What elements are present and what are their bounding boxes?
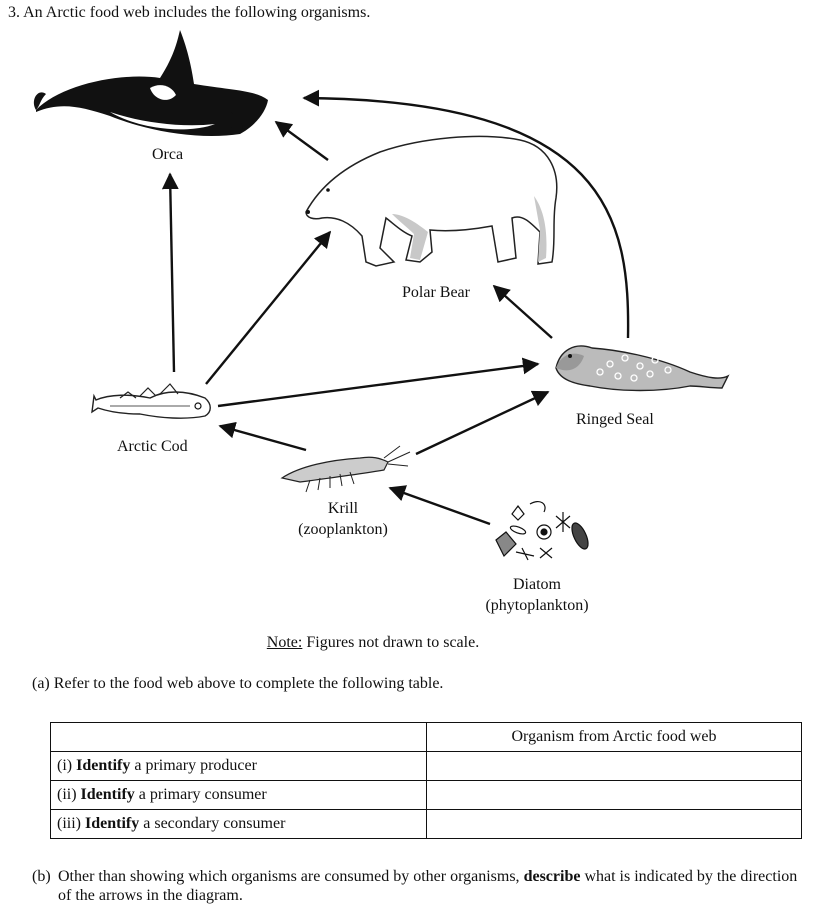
- part-b-prompt: (b) Other than showing which organisms a…: [32, 867, 802, 905]
- answer-table: Organism from Arctic food web (i) Identi…: [50, 722, 802, 839]
- arrow-bear-to-orca: [274, 121, 329, 161]
- part-b-text-after: what is indicated by the direction of th…: [58, 868, 798, 904]
- scale-note: Note: Figures not drawn to scale.: [0, 634, 746, 652]
- krill-type-label: (zooplankton): [298, 521, 388, 538]
- part-b-text-before: Other than showing which organisms are c…: [58, 868, 524, 885]
- table-row: (i) Identify a primary producer: [50, 751, 802, 781]
- part-b-text: Other than showing which organisms are c…: [58, 867, 802, 905]
- arrow-cod-to-seal: [217, 357, 540, 408]
- part-a-text: Refer to the food web above to complete …: [53, 675, 444, 692]
- row-verb: Identify: [76, 757, 131, 774]
- row-number: (iii): [57, 815, 85, 832]
- arrow-diatom-to-krill: [388, 485, 491, 526]
- table-header-row: Organism from Arctic food web: [50, 722, 802, 752]
- arrow-krill-to-seal: [415, 390, 550, 456]
- row-verb: Identify: [85, 815, 140, 832]
- arctic-cod-illustration: [91, 383, 211, 419]
- answer-cell-producer[interactable]: [426, 751, 802, 781]
- part-a-prompt: (a) Refer to the food web above to compl…: [32, 675, 443, 693]
- row-prompt: (i) Identify a primary producer: [50, 751, 427, 781]
- arrow-krill-to-cod: [218, 421, 307, 452]
- krill-illustration: [280, 445, 411, 493]
- table-row: (ii) Identify a primary consumer: [50, 780, 802, 810]
- polar-bear-illustration: [305, 135, 558, 267]
- row-verb: Identify: [80, 786, 135, 803]
- question-stem: 3. An Arctic food web includes the follo…: [8, 4, 370, 22]
- part-b-verb: describe: [523, 868, 581, 885]
- row-prompt: (ii) Identify a primary consumer: [50, 780, 427, 810]
- table-header-blank: [50, 722, 427, 752]
- row-prompt: (iii) Identify a secondary consumer: [50, 809, 427, 839]
- diatom-label: Diatom: [513, 576, 561, 593]
- ringed-seal-label: Ringed Seal: [576, 411, 654, 428]
- answer-cell-secondary-consumer[interactable]: [426, 809, 802, 839]
- arrow-seal-to-bear: [492, 284, 553, 339]
- row-rest: a primary consumer: [134, 786, 267, 803]
- arctic-cod-label: Arctic Cod: [117, 438, 188, 455]
- arrow-cod-to-orca: [161, 172, 179, 373]
- note-text: Figures not drawn to scale.: [302, 634, 480, 651]
- krill-label: Krill: [327, 500, 359, 517]
- note-prefix: Note:: [266, 634, 303, 651]
- question-number: 3.: [8, 4, 20, 21]
- table-header: Organism from Arctic food web: [426, 722, 802, 752]
- arrow-cod-to-bear: [205, 230, 332, 385]
- arrow-seal-to-orca: [302, 89, 630, 339]
- food-web-arrows: [161, 89, 630, 526]
- diatom-illustration: [495, 500, 589, 561]
- diatom-type-label: (phytoplankton): [485, 597, 589, 614]
- part-b-label: (b): [32, 868, 51, 885]
- answer-cell-primary-consumer[interactable]: [426, 780, 802, 810]
- row-number: (i): [57, 757, 77, 774]
- orca-label: Orca: [152, 146, 184, 163]
- row-rest: a secondary consumer: [139, 815, 286, 832]
- row-number: (ii): [57, 786, 81, 803]
- part-a-label: (a): [32, 675, 50, 692]
- question-text: An Arctic food web includes the followin…: [23, 4, 371, 21]
- orca-illustration: [33, 30, 268, 136]
- food-web-diagram: [33, 30, 730, 561]
- table-row: (iii) Identify a secondary consumer: [50, 809, 802, 839]
- row-rest: a primary producer: [130, 757, 257, 774]
- polar-bear-label: Polar Bear: [402, 284, 470, 301]
- ringed-seal-illustration: [555, 345, 730, 392]
